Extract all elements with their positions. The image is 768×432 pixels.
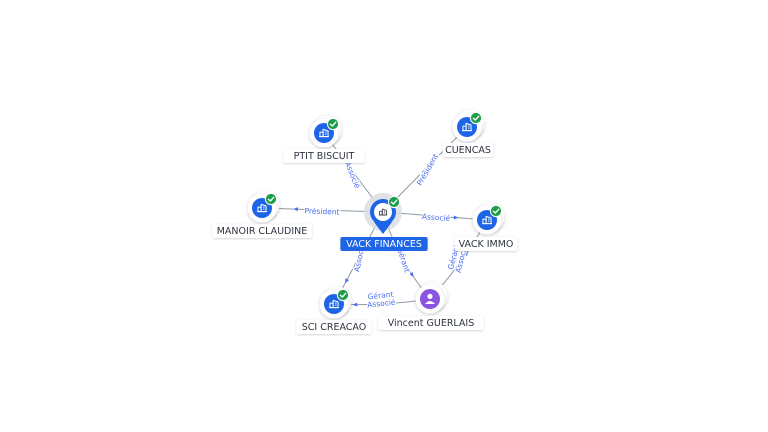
edge-label: Président [304,206,339,216]
edge-arrow-icon [453,215,459,220]
edge-arrow-icon [409,272,414,277]
edge-arrow-icon [463,251,468,257]
verified-check-icon [489,204,503,218]
verified-check-icon [326,117,340,131]
edge-label: Gérant [367,290,394,302]
edge-arrow-icon [352,302,358,307]
verified-check-icon [264,192,278,206]
node-name: PTIT BISCUIT [294,151,355,162]
node-manoir-claudine[interactable]: MANOIR CLAUDINE [212,190,312,239]
edge-label-group-center-ptit-biscuit: Associé [342,159,363,191]
center-node-label[interactable]: VACK FINANCES [340,237,428,251]
center-node[interactable]: VACK FINANCES [340,193,428,251]
node-label-box[interactable]: SCI CREACAO [296,320,372,334]
edge-label: Associé [422,212,451,223]
node-name: SCI CREACAO [302,322,367,333]
edge-arrow-icon [293,207,298,212]
node-label-box[interactable]: VACK IMMO [454,237,518,251]
edge-label-group-center-manoir-claudine: Président [303,205,341,217]
edge-label: Président [415,152,440,187]
node-vack-immo[interactable]: VACK IMMO [454,202,518,252]
company-icon [378,208,388,216]
node-label-box[interactable]: CUENCAS [442,143,494,157]
center-node-name: VACK FINANCES [346,239,422,250]
edge-label-group-center-cuencas: Président [414,151,442,188]
node-label-box[interactable]: PTIT BISCUIT [283,149,365,163]
edge-label: Associé [367,297,397,309]
edge-arrow-icon [432,157,437,163]
node-name: MANOIR CLAUDINE [217,226,308,237]
node-name: VACK IMMO [459,239,514,250]
edge-arrow-icon [345,278,349,284]
node-name: Vincent GUERLAIS [388,318,475,329]
node-cuencas[interactable]: CUENCAS [442,109,494,158]
verified-check-icon [336,288,350,302]
verified-check-icon [387,195,401,209]
edge-label: Associé [343,160,362,190]
node-vincent-guerlais[interactable]: Vincent GUERLAIS [378,281,484,331]
node-name: CUENCAS [445,145,491,156]
node-label-box[interactable]: Vincent GUERLAIS [378,316,484,330]
node-sci-creacao[interactable]: SCI CREACAO [296,286,372,335]
nodes-layer: PTIT BISCUIT CUENCAS MANOIR CLAUDINE VACK I… [212,109,518,335]
node-ptit-biscuit[interactable]: PTIT BISCUIT [283,115,365,164]
edge-label-group-center-vack-immo: Associé [420,211,451,224]
node-label-box[interactable]: MANOIR CLAUDINE [212,224,312,238]
verified-check-icon [469,111,483,125]
map-pin-tip [374,222,392,234]
person-icon [420,289,440,309]
